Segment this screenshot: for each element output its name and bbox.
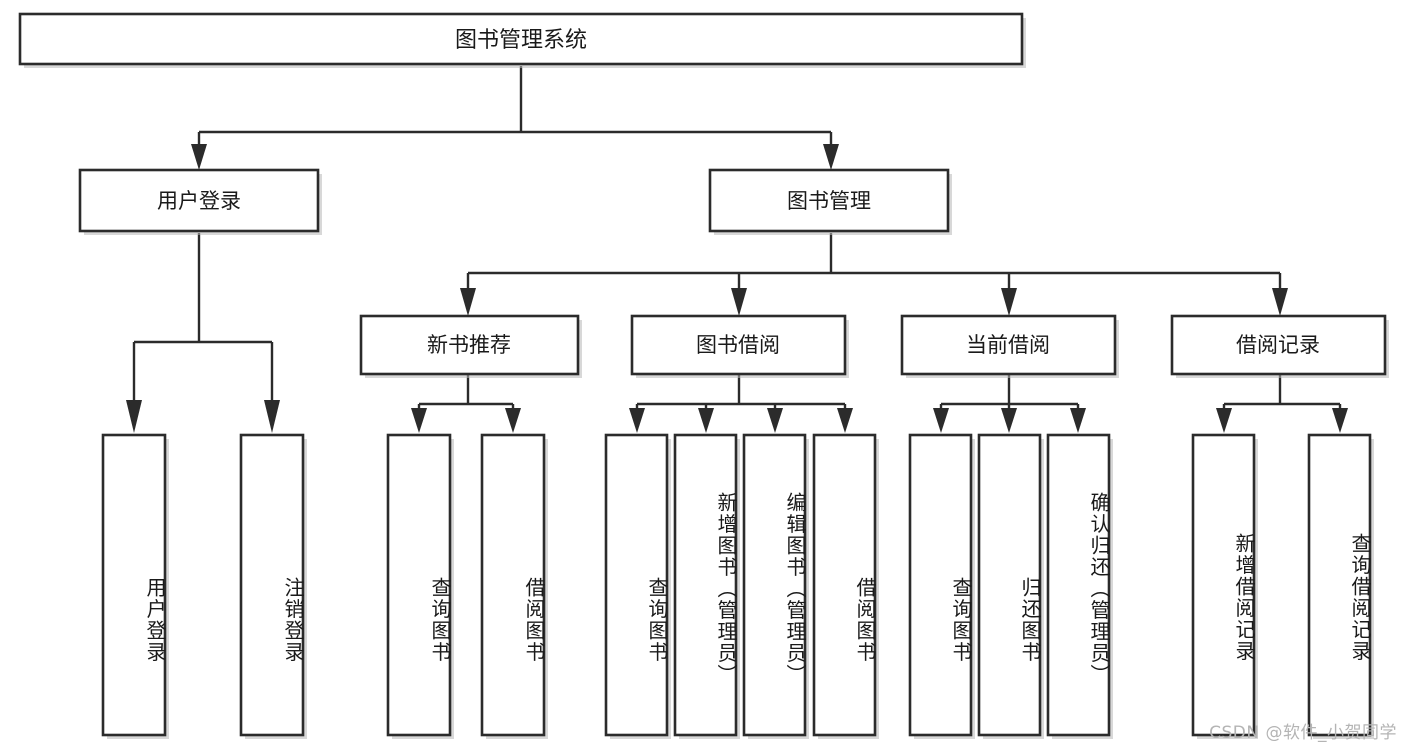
node-leaf-query-record-box[interactable] [1307, 433, 1372, 737]
node-leaf-query-book-1-box[interactable] [386, 433, 452, 737]
node-leaf-borrow-book-2-box[interactable] [812, 433, 877, 737]
node-new-book-rec-label: 新书推荐 [427, 333, 511, 357]
arrow-to-borrow-record [1272, 288, 1288, 316]
node-current-borrow-label: 当前借阅 [966, 333, 1050, 357]
arrow-leaf-borrow-book-2 [837, 408, 853, 433]
node-leaf-add-book-box[interactable] [673, 433, 738, 737]
node-layer: 图书管理系统 用户登录 图书管理 新书推荐 图书借阅 当前借阅 [18, 12, 1389, 739]
node-leaf-confirm-return-box[interactable] [1046, 433, 1111, 737]
node-leaf-edit-book-box[interactable] [742, 433, 807, 737]
node-leaf-add-record-box[interactable] [1191, 433, 1256, 737]
arrow-to-book-manage [823, 144, 839, 170]
arrow-leaf-add-book [698, 408, 714, 433]
arrow-leaf-add-record [1216, 408, 1232, 433]
node-leaf-query-book-3-box[interactable] [908, 433, 973, 737]
arrow-leaf-query-book-3 [933, 408, 949, 433]
node-leaf-user-logout-box[interactable] [239, 433, 305, 737]
arrow-leaf-user-logout [264, 400, 280, 433]
node-leaf-query-book-2-box[interactable] [604, 433, 669, 737]
node-current-borrow-box[interactable] [900, 314, 1117, 376]
arrow-to-book-borrow [731, 288, 747, 316]
node-book-manage-box[interactable] [708, 168, 950, 233]
arrow-leaf-query-book-1 [411, 408, 427, 433]
arrow-leaf-return-book [1001, 408, 1017, 433]
node-user-login-label: 用户登录 [157, 189, 241, 213]
node-root-label: 图书管理系统 [455, 28, 587, 53]
node-user-login-box[interactable] [78, 168, 320, 233]
connector-layer [126, 66, 1348, 433]
arrow-to-new-book-rec [460, 288, 476, 316]
arrow-leaf-borrow-book-1 [505, 408, 521, 433]
arrow-leaf-query-book-2 [629, 408, 645, 433]
arrow-leaf-query-record [1332, 408, 1348, 433]
node-book-borrow-box[interactable] [630, 314, 847, 376]
watermark: CSDN @软件_小贺同学 [1209, 723, 1397, 743]
node-leaf-user-login-box[interactable] [101, 433, 167, 737]
arrow-leaf-user-login [126, 400, 142, 433]
node-book-manage-label: 图书管理 [787, 189, 871, 213]
node-borrow-record-label: 借阅记录 [1236, 333, 1320, 357]
node-new-book-rec-box[interactable] [359, 314, 580, 376]
arrow-leaf-edit-book [767, 408, 783, 433]
node-leaf-return-book-box[interactable] [977, 433, 1042, 737]
node-leaf-borrow-book-1-box[interactable] [480, 433, 546, 737]
arrow-to-user-login [191, 144, 207, 170]
arrow-leaf-confirm-return [1070, 408, 1086, 433]
node-borrow-record-box[interactable] [1170, 314, 1387, 376]
arrow-to-current-borrow [1001, 288, 1017, 316]
node-root-box[interactable] [18, 12, 1024, 66]
node-book-borrow-label: 图书借阅 [696, 333, 780, 357]
